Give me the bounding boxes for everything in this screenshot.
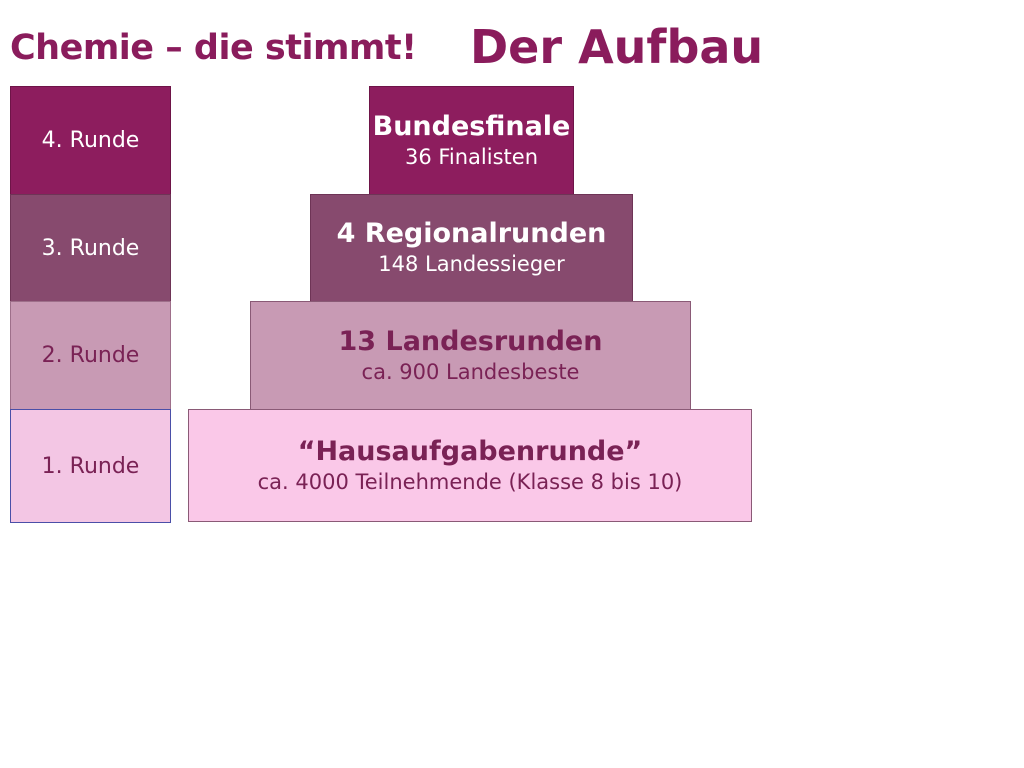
pyramid-tier-regionalrunden: 4 Regionalrunden 148 Landessieger bbox=[310, 194, 633, 302]
tier-title: “Hausaufgabenrunde” bbox=[297, 435, 643, 467]
tier-title: 13 Landesrunden bbox=[338, 325, 603, 357]
pyramid-tier-bundesfinale: Bundesfinale 36 Finalisten bbox=[369, 86, 574, 195]
slide-title: Der Aufbau bbox=[470, 20, 764, 74]
round-2-label: 2. Runde bbox=[41, 343, 140, 368]
tier-title: Bundesfinale bbox=[372, 110, 571, 142]
tier-subtitle: ca. 4000 Teilnehmende (Klasse 8 bis 10) bbox=[257, 469, 683, 494]
round-1-box: 1. Runde bbox=[10, 409, 171, 523]
round-2-box: 2. Runde bbox=[10, 301, 171, 410]
slide-subtitle: Chemie – die stimmt! bbox=[10, 28, 417, 68]
pyramid-tier-hausaufgabenrunde: “Hausaufgabenrunde” ca. 4000 Teilnehmend… bbox=[188, 409, 752, 522]
round-1-label: 1. Runde bbox=[41, 453, 140, 479]
round-3-label: 3. Runde bbox=[41, 235, 140, 261]
tier-subtitle: 148 Landessieger bbox=[378, 252, 565, 277]
tier-subtitle: ca. 900 Landesbeste bbox=[361, 359, 580, 384]
round-4-box: 4. Runde bbox=[10, 86, 171, 195]
tier-subtitle: 36 Finalisten bbox=[404, 144, 539, 169]
round-4-label: 4. Runde bbox=[41, 128, 140, 153]
tier-title: 4 Regionalrunden bbox=[336, 218, 607, 250]
round-3-box: 3. Runde bbox=[10, 194, 171, 302]
pyramid-tier-landesrunden: 13 Landesrunden ca. 900 Landesbeste bbox=[250, 301, 691, 410]
